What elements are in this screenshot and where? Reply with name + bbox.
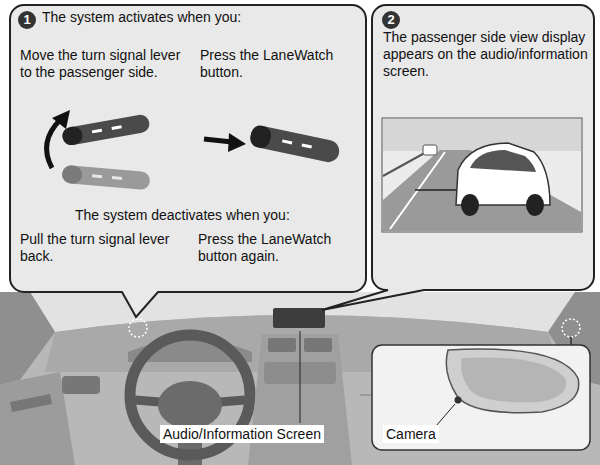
- car-window: [470, 150, 536, 172]
- balloon-shape: [10, 5, 366, 317]
- callout-number: 1: [17, 10, 37, 30]
- instruction-text: The system activates when you:: [42, 9, 342, 26]
- car-wheel: [461, 194, 479, 216]
- guardrail: [383, 150, 430, 176]
- lanewatch-lever: [249, 124, 342, 164]
- instruction-text: The system deactivates when you:: [75, 207, 360, 224]
- adjacent-car: [456, 143, 550, 205]
- camera-lens: [455, 397, 462, 404]
- leader-line: [300, 331, 301, 423]
- door-handle: [10, 394, 52, 412]
- lever-tip: [61, 125, 84, 146]
- lever-marking: [92, 174, 102, 178]
- interior-ground: [0, 292, 600, 465]
- distant-car: [423, 145, 437, 155]
- instruction-text: The passenger side view display appears …: [383, 29, 588, 80]
- turn-signal-lever: [61, 165, 150, 191]
- mirror-housing: [461, 357, 566, 402]
- sky: [383, 119, 581, 151]
- lever-marking: [92, 129, 102, 134]
- turn-signal-lever: [61, 113, 151, 146]
- road: [383, 150, 581, 231]
- location-marker: [562, 319, 580, 337]
- camera-view-screen: [382, 118, 582, 232]
- guide-line: [415, 189, 458, 191]
- number-circle-shape: [18, 11, 36, 29]
- callout-number: 2: [381, 10, 401, 30]
- lever-body: [249, 124, 342, 164]
- wheel-spoke: [135, 400, 160, 402]
- arrow-head: [52, 110, 70, 129]
- lane-line: [390, 152, 445, 229]
- lever-marking: [302, 144, 312, 149]
- lanewatch-button: [249, 124, 273, 150]
- part-label: Camera: [383, 425, 439, 443]
- instruction-text: Press the LaneWatch button again.: [198, 231, 353, 265]
- arrow-head: [228, 133, 246, 152]
- leader-line: [436, 404, 455, 426]
- motion-arrow: [47, 120, 60, 168]
- leader-line: [570, 337, 572, 345]
- wheel-spoke: [220, 400, 245, 402]
- balloon-shape: [322, 5, 594, 310]
- lever-marking: [112, 176, 122, 180]
- air-vent: [304, 338, 332, 352]
- air-vent: [268, 338, 296, 352]
- lever-marking: [282, 139, 292, 144]
- step-number: 1: [17, 10, 37, 30]
- callout-balloon: The passenger side view display appears …: [372, 5, 594, 290]
- lever-marking: [111, 125, 121, 130]
- part-label: Audio/Information Screen: [160, 425, 324, 443]
- number-circle-shape: [382, 11, 400, 29]
- step-number: 2: [381, 10, 401, 30]
- wheel-hub: [158, 381, 222, 429]
- side-mirror: [446, 349, 578, 413]
- instruction-text: Press the LaneWatch button.: [200, 47, 352, 81]
- lever-body: [61, 165, 150, 191]
- location-marker: [129, 319, 147, 337]
- instruction-text: Pull the turn signal lever back.: [20, 231, 188, 265]
- audio-screen: [273, 308, 325, 328]
- callout-balloon: The system activates when you: Move the t…: [10, 5, 366, 292]
- camera-inset: [372, 345, 590, 450]
- instruction-text: Move the turn signal lever to the passen…: [20, 47, 192, 81]
- lever-tip: [61, 165, 82, 185]
- lever-body: [61, 113, 151, 146]
- motion-arrow: [204, 139, 232, 142]
- air-vent: [62, 376, 100, 394]
- car-wheel: [526, 194, 544, 216]
